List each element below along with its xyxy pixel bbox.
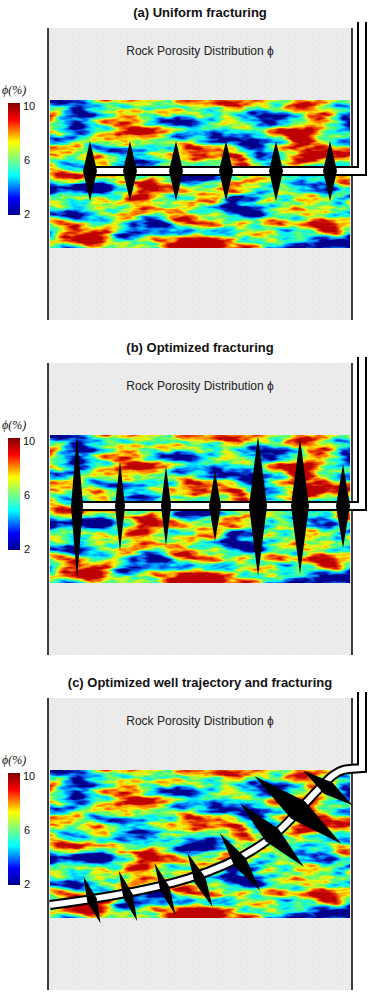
panel-title: (b) Optimized fracturing: [126, 340, 273, 355]
colorbar-tick: 2: [24, 543, 30, 555]
panel-title: (c) Optimized well trajectory and fractu…: [68, 675, 332, 690]
colorbar-tick: 10: [23, 100, 35, 112]
colorbar-tick: 2: [24, 878, 30, 890]
panel-title: (a) Uniform fracturing: [133, 5, 267, 20]
map-caption: Rock Porosity Distribution ϕ: [126, 714, 273, 728]
colorbar-unit: ϕ(%): [2, 418, 26, 433]
panel-c: [8, 692, 362, 990]
colorbar-unit: ϕ(%): [2, 83, 26, 98]
colorbar-unit: ϕ(%): [2, 753, 26, 768]
colorbar-tick: 6: [24, 154, 30, 166]
panel-b: [8, 357, 362, 655]
panel-a: [8, 22, 362, 320]
colorbar-tick: 2: [24, 208, 30, 220]
colorbar-tick: 6: [24, 489, 30, 501]
colorbar-tick: 6: [24, 824, 30, 836]
colorbar-tick: 10: [23, 770, 35, 782]
map-caption: Rock Porosity Distribution ϕ: [126, 379, 273, 393]
map-caption: Rock Porosity Distribution ϕ: [126, 44, 273, 58]
colorbar-tick: 10: [23, 435, 35, 447]
